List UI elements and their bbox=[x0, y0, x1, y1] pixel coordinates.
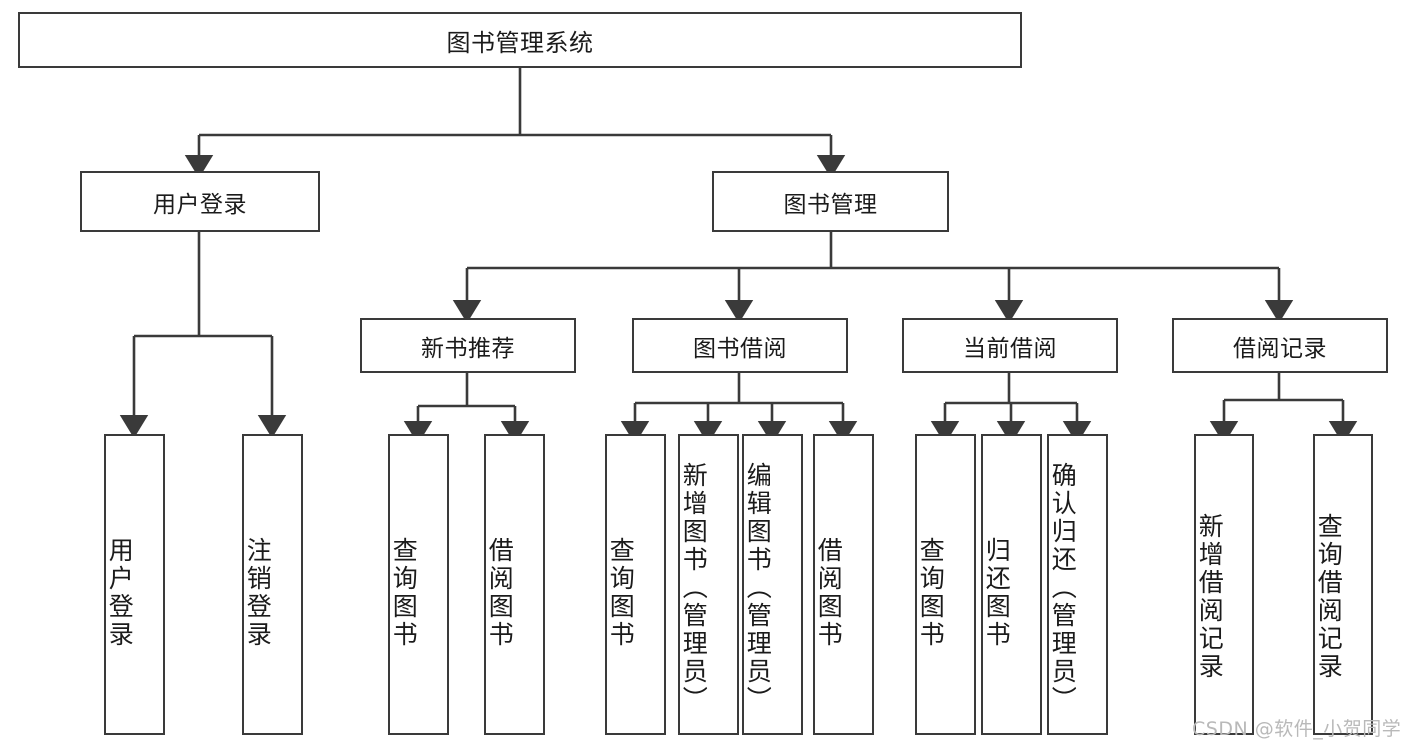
node-book-management[interactable]: 图书管理 bbox=[712, 171, 949, 232]
node-borrow-record[interactable]: 借阅记录 bbox=[1172, 318, 1388, 373]
node-leaf-add-book-admin[interactable]: 新增图书（管理员） bbox=[678, 434, 739, 735]
node-label: 当前借阅 bbox=[963, 335, 1057, 362]
node-label: 新增借阅记录 bbox=[1195, 512, 1225, 681]
node-leaf-query-book-3[interactable]: 查询图书 bbox=[915, 434, 976, 735]
node-label: 查询图书 bbox=[389, 536, 419, 649]
node-leaf-borrow-book-1[interactable]: 借阅图书 bbox=[484, 434, 545, 735]
node-leaf-edit-book-admin[interactable]: 编辑图书（管理员） bbox=[742, 434, 803, 735]
node-leaf-logout-login[interactable]: 注销登录 bbox=[242, 434, 303, 735]
node-leaf-borrow-book-2[interactable]: 借阅图书 bbox=[813, 434, 874, 735]
node-leaf-add-borrow-record[interactable]: 新增借阅记录 bbox=[1194, 434, 1254, 735]
node-leaf-return-book[interactable]: 归还图书 bbox=[981, 434, 1042, 735]
node-label: 用户登录 bbox=[105, 536, 135, 649]
node-new-book-recommend[interactable]: 新书推荐 bbox=[360, 318, 576, 373]
node-label: 图书管理系统 bbox=[446, 28, 594, 57]
node-label: 借阅图书 bbox=[485, 536, 515, 649]
node-root-book-management-system[interactable]: 图书管理系统 bbox=[18, 12, 1022, 68]
node-label: 借阅图书 bbox=[814, 536, 844, 649]
node-leaf-query-borrow-record[interactable]: 查询借阅记录 bbox=[1313, 434, 1373, 735]
node-label: 查询借阅记录 bbox=[1314, 512, 1344, 681]
node-leaf-query-book-2[interactable]: 查询图书 bbox=[605, 434, 666, 735]
node-label: 借阅记录 bbox=[1233, 335, 1327, 362]
node-label: 新书推荐 bbox=[421, 335, 515, 362]
node-label: 确认归还（管理员） bbox=[1048, 461, 1078, 714]
node-label: 图书管理 bbox=[783, 191, 878, 218]
node-label: 编辑图书（管理员） bbox=[743, 461, 773, 714]
node-leaf-confirm-return-admin[interactable]: 确认归还（管理员） bbox=[1047, 434, 1108, 735]
node-label: 新增图书（管理员） bbox=[679, 461, 709, 714]
node-label: 用户登录 bbox=[153, 191, 247, 218]
node-label: 查询图书 bbox=[916, 536, 946, 649]
node-label: 归还图书 bbox=[982, 536, 1012, 649]
csdn-watermark: CSDN @软件_小贺同学 bbox=[1192, 718, 1402, 740]
node-user-login[interactable]: 用户登录 bbox=[80, 171, 320, 232]
node-leaf-user-login[interactable]: 用户登录 bbox=[104, 434, 165, 735]
node-label: 图书借阅 bbox=[693, 335, 787, 362]
node-book-borrow[interactable]: 图书借阅 bbox=[632, 318, 848, 373]
node-current-borrow[interactable]: 当前借阅 bbox=[902, 318, 1118, 373]
node-label: 查询图书 bbox=[606, 536, 636, 649]
node-label: 注销登录 bbox=[243, 536, 273, 649]
node-leaf-query-book-1[interactable]: 查询图书 bbox=[388, 434, 449, 735]
